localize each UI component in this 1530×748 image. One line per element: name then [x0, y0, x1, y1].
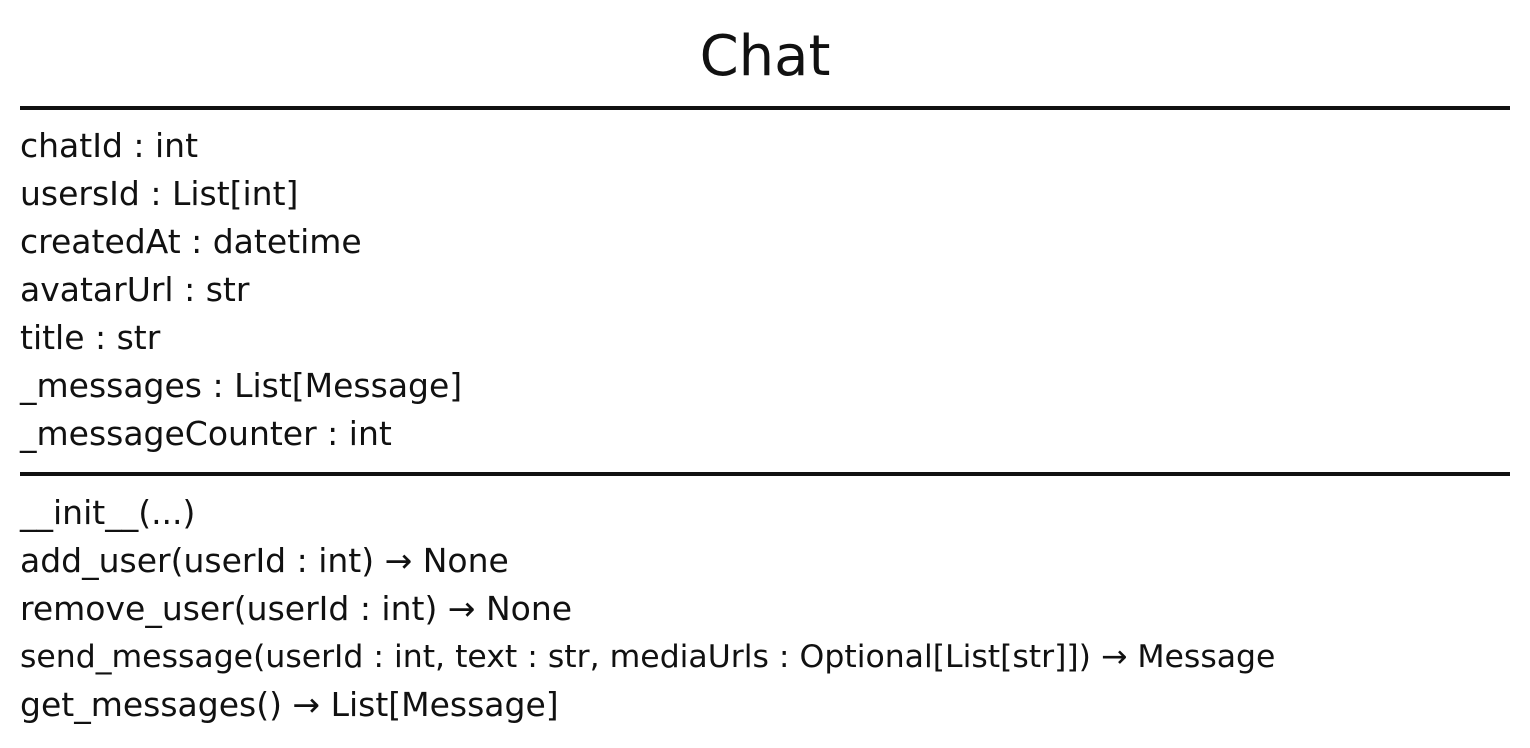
uml-class-box: Chat chatId : int usersId : List[int] cr… [20, 0, 1510, 748]
attribute-item: title : str [20, 318, 161, 357]
attribute-item: avatarUrl : str [20, 270, 250, 309]
attributes-methods-divider [20, 472, 1510, 476]
method-item: send_message(userId : int, text : str, m… [20, 639, 1276, 675]
method-item: add_user(userId : int) → None [20, 541, 509, 580]
method-item: __init__(...) [20, 493, 196, 532]
class-name: Chat [699, 24, 831, 89]
attributes-list: chatId : int usersId : List[int] created… [20, 122, 462, 458]
attribute-item: _messages : List[Message] [20, 366, 463, 405]
name-attributes-divider [20, 106, 1510, 110]
method-item: get_messages() → List[Message] [20, 685, 559, 724]
attribute-item: usersId : List[int] [20, 174, 299, 213]
attribute-item: chatId : int [20, 126, 199, 165]
attribute-item: _messageCounter : int [20, 414, 392, 453]
methods-list: __init__(...) add_user(userId : int) → N… [20, 489, 1275, 729]
method-item: remove_user(userId : int) → None [20, 589, 573, 628]
attribute-item: createdAt : datetime [20, 222, 362, 261]
